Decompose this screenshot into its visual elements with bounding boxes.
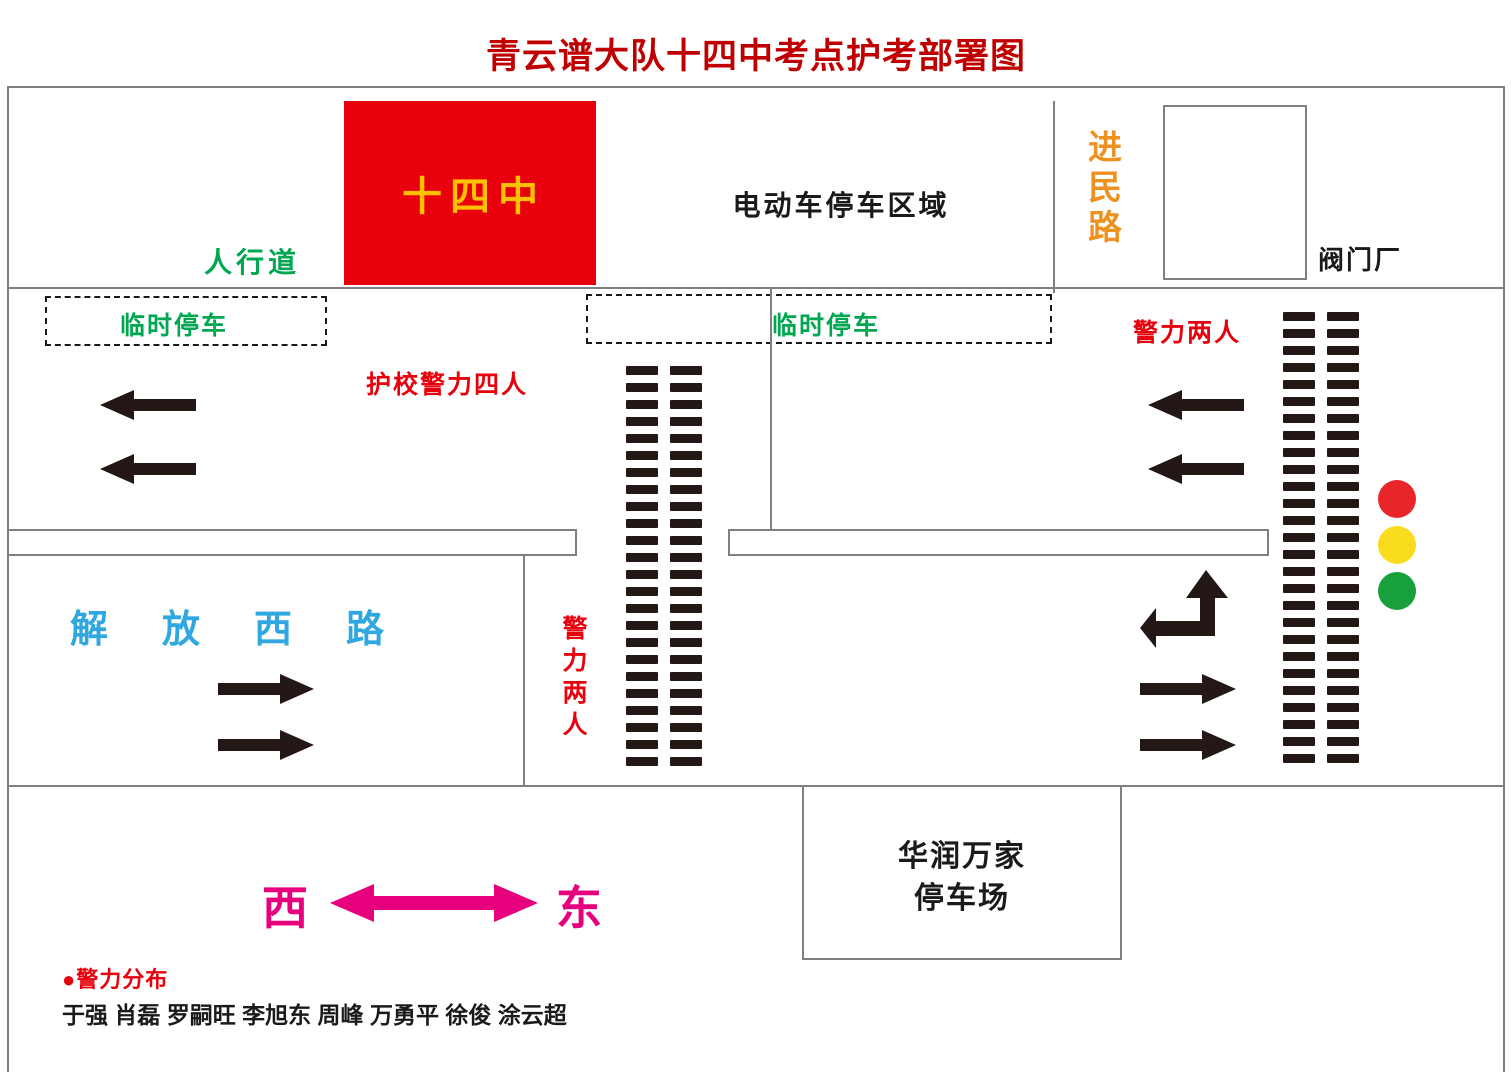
temp-parking-zone-right — [586, 294, 1052, 344]
valve-factory-box — [1163, 105, 1307, 280]
temp-parking-left-label: 临时停车 — [120, 312, 229, 340]
legend-officer-names: 于强 肖磊 罗嗣旺 李旭东 周峰 万勇平 徐俊 涂云超 — [62, 1002, 567, 1028]
road-south-kerb-line — [7, 785, 1503, 787]
compass-east-label: 东 — [556, 882, 602, 934]
legend-title-text: 警力分布 — [76, 967, 169, 992]
mall-parking-box — [802, 785, 1122, 960]
jinmin-road-left-wall — [1053, 101, 1055, 293]
school-guard-label: 护校警力四人 — [366, 371, 529, 399]
mall-parking-line1: 华润万家 — [898, 840, 1026, 873]
jiefang-west-road-label: 解放西路 — [70, 609, 439, 651]
compass-indicator: 西 东 — [262, 872, 602, 934]
traffic-light-yellow — [1378, 526, 1416, 564]
ev-parking-label: 电动车停车区域 — [732, 190, 950, 221]
legend-title: ●警力分布 — [62, 962, 168, 994]
arrow-west-upper-left-1 — [100, 390, 196, 420]
temp-parking-right-label: 临时停车 — [772, 312, 881, 340]
school-block: 十四中 — [344, 101, 596, 285]
traffic-light-green — [1378, 572, 1416, 610]
page-title: 青云谱大队十四中考点护考部署图 — [485, 37, 1026, 76]
school-label: 十四中 — [402, 175, 546, 219]
arrow-west-upper-right-1 — [1148, 390, 1244, 420]
sidewalk-label: 人行道 — [204, 247, 301, 278]
compass-double-arrow — [330, 884, 538, 922]
crosswalk-center — [626, 366, 702, 766]
sidewalk-boundary-line — [7, 287, 1503, 289]
arrow-east-lower-right-2 — [1140, 730, 1236, 760]
temp-parking-zone-left — [45, 296, 327, 346]
frame-right-border — [1503, 86, 1505, 1072]
arrow-west-upper-right-2 — [1148, 454, 1244, 484]
crosswalk-right — [1283, 312, 1359, 763]
road-median-left — [7, 529, 577, 556]
police-post-center-label: 警力两人 — [562, 615, 588, 739]
traffic-light — [1378, 480, 1418, 610]
side-street-left-kerb — [770, 287, 772, 534]
compass-west-label: 西 — [262, 882, 308, 934]
mall-parking-line2: 停车场 — [914, 882, 1010, 915]
side-street-right-kerb — [523, 556, 525, 785]
arrow-turn-left-up — [1140, 570, 1228, 648]
road-median-right — [728, 529, 1269, 556]
mall-parking-label: 华润万家 停车场 — [802, 836, 1122, 920]
frame-top-border — [7, 86, 1503, 88]
legend-marker-icon: ● — [62, 967, 77, 992]
jinmin-road-label: 进民路 — [1088, 129, 1122, 247]
arrow-east-lower-right-1 — [1140, 674, 1236, 704]
traffic-light-red — [1378, 480, 1416, 518]
frame-left-border — [7, 86, 9, 1072]
valve-factory-label: 阀门厂 — [1318, 245, 1403, 275]
arrow-west-upper-left-2 — [100, 454, 196, 484]
arrow-east-lower-left-1 — [218, 674, 314, 704]
police-post-right-label: 警力两人 — [1133, 319, 1242, 347]
arrow-east-lower-left-2 — [218, 730, 314, 760]
